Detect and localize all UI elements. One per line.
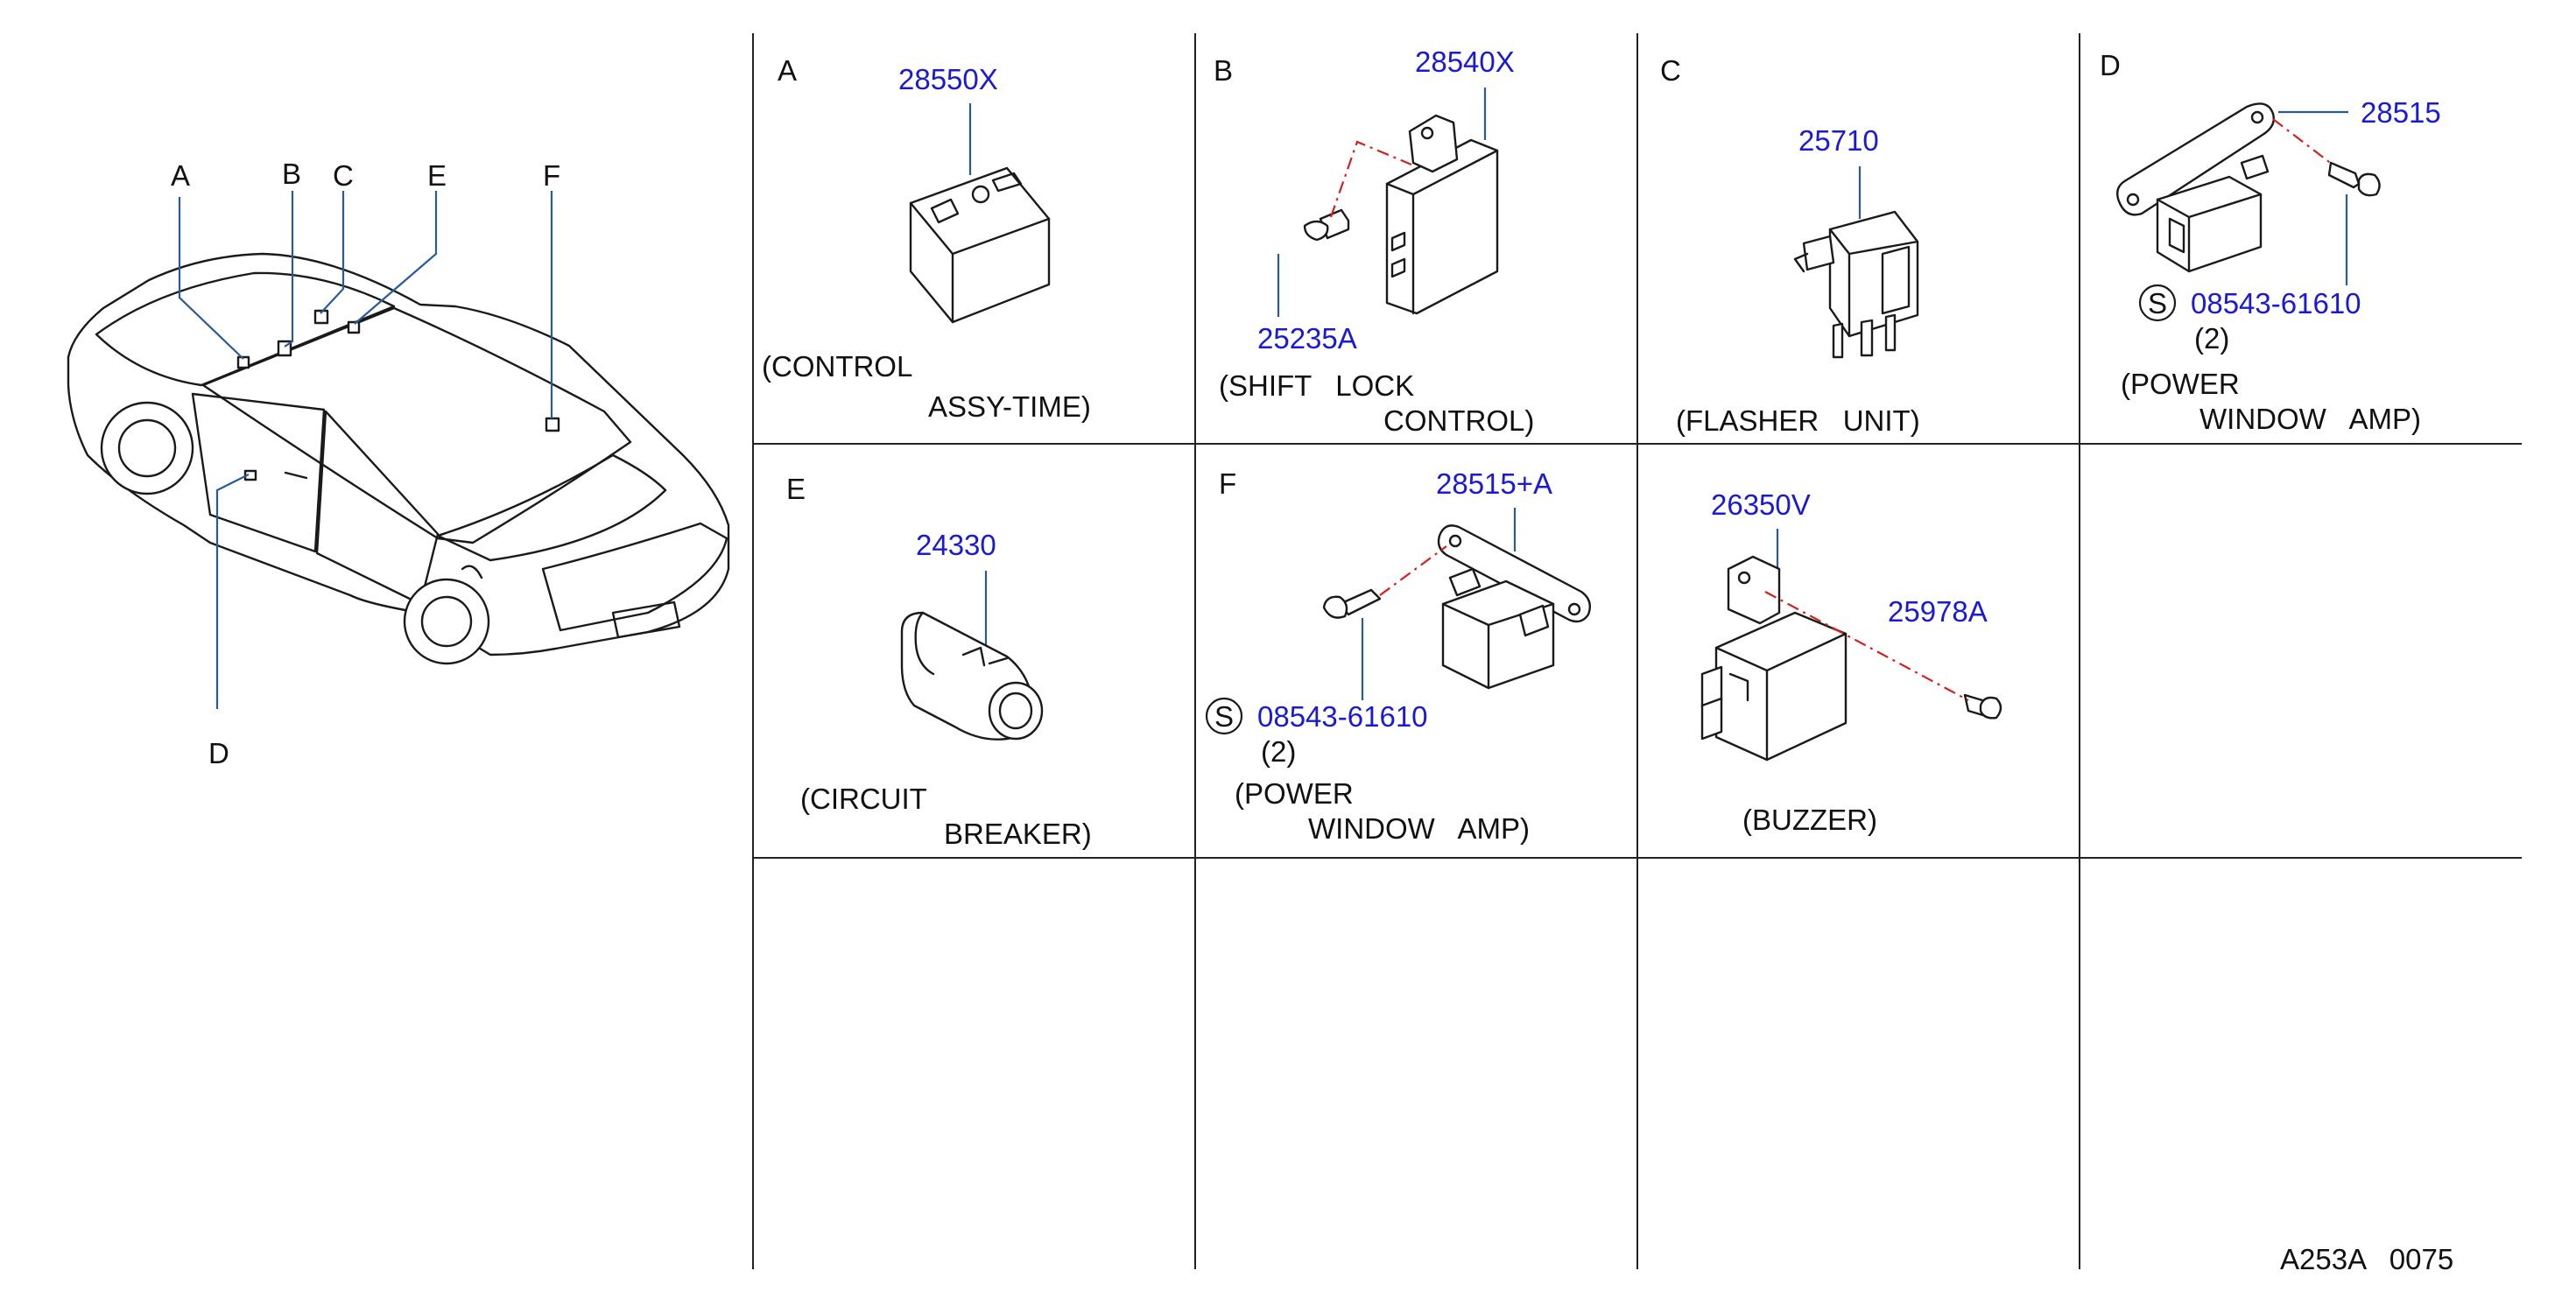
cell-d-caption-line-1: (POWER	[2121, 368, 2240, 400]
cell-c-letter: C	[1660, 54, 1681, 87]
location-letter-e: E	[427, 159, 447, 192]
cell-c-caption: (FLASHER UNIT)	[1676, 404, 1920, 437]
power-window-amp-f-drawing	[1322, 524, 1591, 690]
control-assy-time-drawing	[909, 166, 1051, 324]
grid-lines	[752, 33, 2522, 1269]
cell-b-part-number-screw: 25235A	[1257, 322, 1357, 355]
cell-f-letter: F	[1219, 467, 1236, 500]
cell-d-part-number-amp: 28515	[2361, 96, 2441, 129]
location-letter-f: F	[543, 159, 560, 192]
cell-a-part-number: 28550X	[898, 63, 998, 95]
car-overview-illustration	[67, 252, 730, 665]
overview-leaders	[178, 191, 553, 709]
shift-lock-control-drawing	[1303, 114, 1499, 315]
cell-f-part-number-screw: 08543-61610	[1257, 700, 1428, 733]
cell-f-part-number-amp: 28515+A	[1436, 467, 1552, 500]
cell-d-standard-part-mark	[2138, 284, 2177, 322]
cell-buzzer: 26350V 25978A (BUZZER)	[1700, 488, 2002, 836]
location-letter-d: D	[208, 737, 229, 769]
cell-f: F 28515+A S 08543-61610 (2) (POWER WINDO…	[1205, 467, 1591, 845]
cell-f-standard-part-mark	[1205, 697, 1243, 735]
location-letter-a: A	[171, 159, 190, 192]
cell-d-letter: D	[2100, 49, 2121, 81]
cell-a-letter: A	[778, 54, 797, 87]
cell-d: D 28515 S 08543-61610 (2) (POWER WINDOW …	[2100, 49, 2441, 435]
cell-e-caption-line-2: BREAKER)	[944, 818, 1092, 850]
cell-e-part-number: 24330	[916, 529, 996, 561]
cell-f-caption-line-2: WINDOW AMP)	[1308, 812, 1530, 845]
buzzer-drawing	[1700, 555, 2002, 762]
cell-buzzer-caption: (BUZZER)	[1742, 804, 1877, 836]
cell-d-caption-line-2: WINDOW AMP)	[2199, 403, 2421, 435]
cell-c: C 25710 (FLASHER UNIT)	[1660, 54, 1920, 437]
cell-b-part-number-module: 28540X	[1415, 46, 1515, 78]
cell-b-caption-line-2: CONTROL)	[1383, 404, 1534, 437]
cell-e: E 24330 (CIRCUIT BREAKER)	[786, 473, 1092, 850]
cell-buzzer-part-number-screw: 25978A	[1888, 595, 1988, 628]
cell-d-part-number-screw: 08543-61610	[2191, 287, 2361, 319]
cell-e-caption-line-1: (CIRCUIT	[800, 783, 927, 815]
cell-b-letter: B	[1214, 54, 1233, 87]
flasher-unit-drawing	[1793, 210, 1919, 359]
power-window-amp-d-drawing	[2116, 102, 2381, 273]
cell-buzzer-part-number-buzzer: 26350V	[1711, 488, 1811, 521]
location-letter-c: C	[333, 159, 354, 192]
overview-location-letters: A B C E F D	[171, 158, 560, 769]
cell-f-quantity: (2)	[1261, 735, 1296, 768]
cell-a: A 28550X (CONTROL ASSY-TIME)	[762, 54, 1091, 423]
cell-f-caption-line-1: (POWER	[1235, 777, 1354, 810]
diagram-code: A253A 0075	[2280, 1243, 2453, 1275]
cell-b-caption-line-1: (SHIFT LOCK	[1219, 369, 1414, 402]
circuit-breaker-drawing	[900, 611, 1044, 741]
cell-c-part-number: 25710	[1798, 124, 1879, 157]
cell-d-std-letter: S	[2148, 287, 2167, 319]
cell-e-letter: E	[786, 473, 806, 505]
cell-a-caption-line-1: (CONTROL	[762, 350, 912, 383]
cell-b: B 28540X 25235A (SHIFT LOCK CONTROL)	[1214, 46, 1534, 437]
cell-a-caption-line-2: ASSY-TIME)	[928, 390, 1091, 423]
location-letter-b: B	[282, 158, 301, 190]
cell-d-quantity: (2)	[2194, 322, 2229, 355]
cell-f-std-letter: S	[1214, 700, 1234, 733]
